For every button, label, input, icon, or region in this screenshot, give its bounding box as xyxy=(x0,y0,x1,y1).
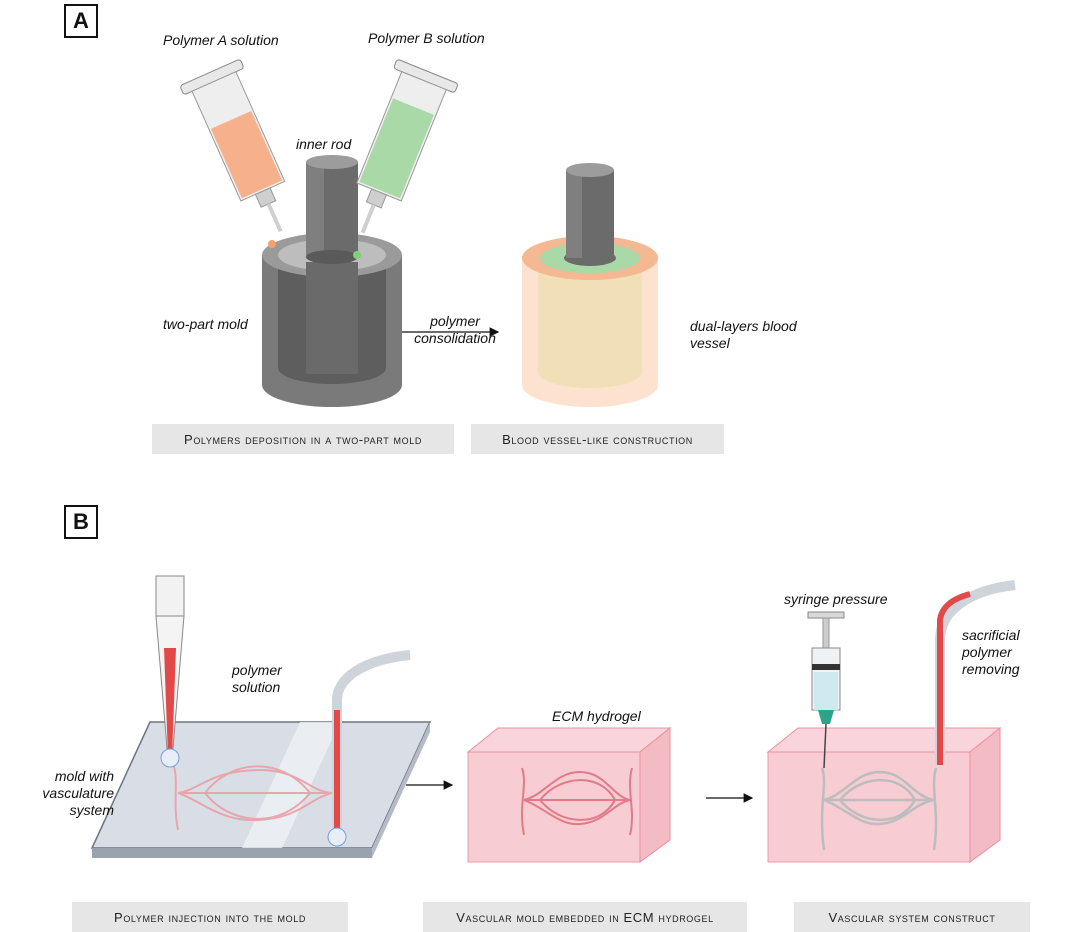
glass-mold-slide xyxy=(90,721,432,858)
caption-polymers-deposition: Polymers deposition in a two-part mold xyxy=(152,424,454,454)
label-vessel-line2: vessel xyxy=(690,335,730,351)
label-sacrificial-line1: sacrificial polymer xyxy=(962,627,1020,660)
panel-label-a: A xyxy=(64,4,98,38)
label-consolidation-line1: polymer xyxy=(430,313,480,329)
drop-polymer-a xyxy=(268,240,276,248)
label-inner-rod: inner rod xyxy=(296,136,352,152)
label-sacrificial-line2: removing xyxy=(962,661,1020,677)
pressure-syringe xyxy=(807,611,845,769)
label-polymer-solution-line1: polymer xyxy=(232,662,282,678)
panel-label-b: B xyxy=(64,505,98,539)
ecm-hydrogel-cube xyxy=(466,726,672,863)
label-vessel-line1: dual-layers blood xyxy=(690,318,797,334)
label-polymer-solution: polymer solution xyxy=(232,662,282,696)
label-polymer-consolidation: polymer consolidation xyxy=(411,313,499,347)
label-mold-line2: vasculature system xyxy=(42,785,114,818)
label-polymer-a: Polymer A solution xyxy=(163,32,279,48)
blood-vessel-construct xyxy=(522,163,658,407)
caption-vascular-mold-embedded: Vascular mold embedded in ECM hydrogel xyxy=(423,902,747,932)
vasculature-network-gel xyxy=(521,767,633,836)
label-polymer-b: Polymer B solution xyxy=(368,30,485,46)
label-two-part-mold: two-part mold xyxy=(163,316,248,332)
pipette-tip xyxy=(155,575,185,761)
syringe-polymer-a xyxy=(180,59,286,233)
label-polymer-solution-line2: solution xyxy=(232,679,281,695)
label-sacrificial-polymer: sacrificial polymer removing xyxy=(962,627,1072,678)
label-consolidation-line2: consolidation xyxy=(414,330,496,346)
label-mold-vasculature: mold with vasculature system xyxy=(0,768,114,819)
caption-blood-vessel-construction: Blood vessel-like construction xyxy=(471,424,724,454)
vasculature-channels xyxy=(820,767,938,851)
label-ecm-hydrogel: ECM hydrogel xyxy=(552,708,641,724)
label-mold-line1: mold with xyxy=(54,768,114,784)
outlet-tube xyxy=(332,650,411,835)
label-dual-layer-vessel: dual-layers blood vessel xyxy=(690,318,797,352)
outlet-port xyxy=(327,827,347,847)
label-syringe-pressure: syringe pressure xyxy=(784,591,888,607)
syringe-polymer-b xyxy=(356,59,458,234)
inlet-port xyxy=(160,748,180,768)
final-construct-cube xyxy=(766,726,1002,863)
caption-vascular-system-construct: Vascular system construct xyxy=(794,902,1030,932)
caption-polymer-injection: Polymer injection into the mold xyxy=(72,902,348,932)
drop-polymer-b xyxy=(353,251,361,259)
inner-rod xyxy=(306,155,358,264)
